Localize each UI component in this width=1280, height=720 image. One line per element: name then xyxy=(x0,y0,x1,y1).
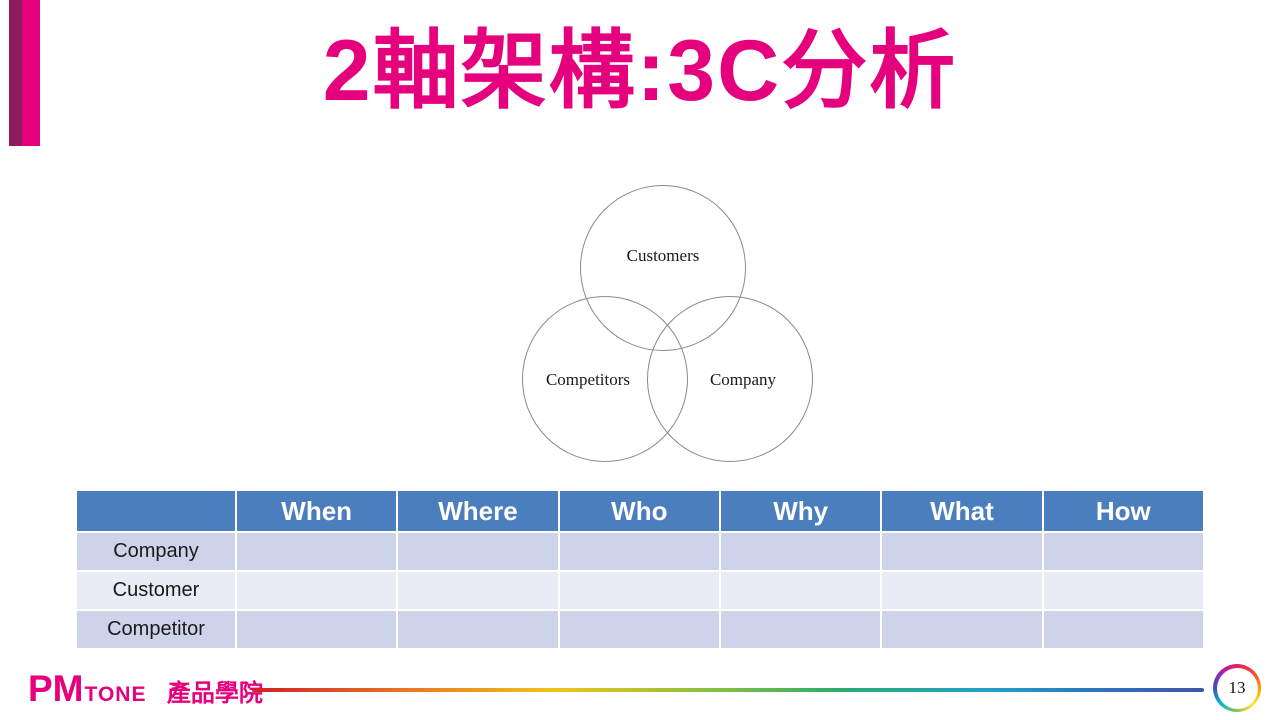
logo-pm-text: PM xyxy=(28,668,84,709)
left-accent-bar-pink xyxy=(22,0,40,146)
table-cell xyxy=(1041,570,1206,611)
row-label-customer: Customer xyxy=(75,570,237,611)
header-cell-when: When xyxy=(234,489,399,533)
left-accent-bar-dark xyxy=(9,0,22,146)
logo-school-text: 產品學院 xyxy=(166,680,263,707)
header-cell-blank xyxy=(75,489,237,533)
table-cell xyxy=(234,570,399,611)
table-header-row: When Where Who Why What How xyxy=(75,489,1206,533)
table-row-customer: Customer xyxy=(75,570,1206,611)
table-cell xyxy=(880,609,1044,650)
header-cell-how: How xyxy=(1041,489,1206,533)
table-cell xyxy=(718,570,883,611)
table-cell xyxy=(396,609,560,650)
header-cell-what: What xyxy=(880,489,1044,533)
venn-label-company: Company xyxy=(709,370,777,389)
table-row-competitor: Competitor xyxy=(75,609,1206,650)
table-cell xyxy=(718,531,883,572)
logo-tone-text: TONE xyxy=(84,683,147,706)
header-cell-who: Who xyxy=(557,489,721,533)
table-row-company: Company xyxy=(75,531,1206,572)
footer-gradient-line xyxy=(252,688,1204,692)
table-cell xyxy=(1041,531,1206,572)
venn-label-customers: Customers xyxy=(626,246,700,265)
table-cell xyxy=(1041,609,1206,650)
row-label-competitor: Competitor xyxy=(75,609,237,650)
slide-title: 2軸架構:3C分析 xyxy=(322,23,958,119)
pmtone-logo: PMTONE 產品學院 xyxy=(28,668,263,710)
table-cell xyxy=(557,570,721,611)
venn-circle-company xyxy=(647,296,813,462)
header-cell-why: Why xyxy=(718,489,883,533)
table-cell xyxy=(557,609,721,650)
table-cell xyxy=(234,531,399,572)
venn-label-competitors: Competitors xyxy=(545,370,631,389)
table-cell xyxy=(718,609,883,650)
table-cell xyxy=(880,531,1044,572)
table-cell xyxy=(557,531,721,572)
table-cell xyxy=(396,531,560,572)
page-number: 13 xyxy=(1216,667,1258,709)
table-cell xyxy=(234,609,399,650)
page-number-badge: 13 xyxy=(1213,664,1261,712)
table-cell xyxy=(396,570,560,611)
row-label-company: Company xyxy=(75,531,237,572)
header-cell-where: Where xyxy=(396,489,560,533)
table-cell xyxy=(880,570,1044,611)
analysis-table: When Where Who Why What How Company Cust… xyxy=(75,489,1206,650)
